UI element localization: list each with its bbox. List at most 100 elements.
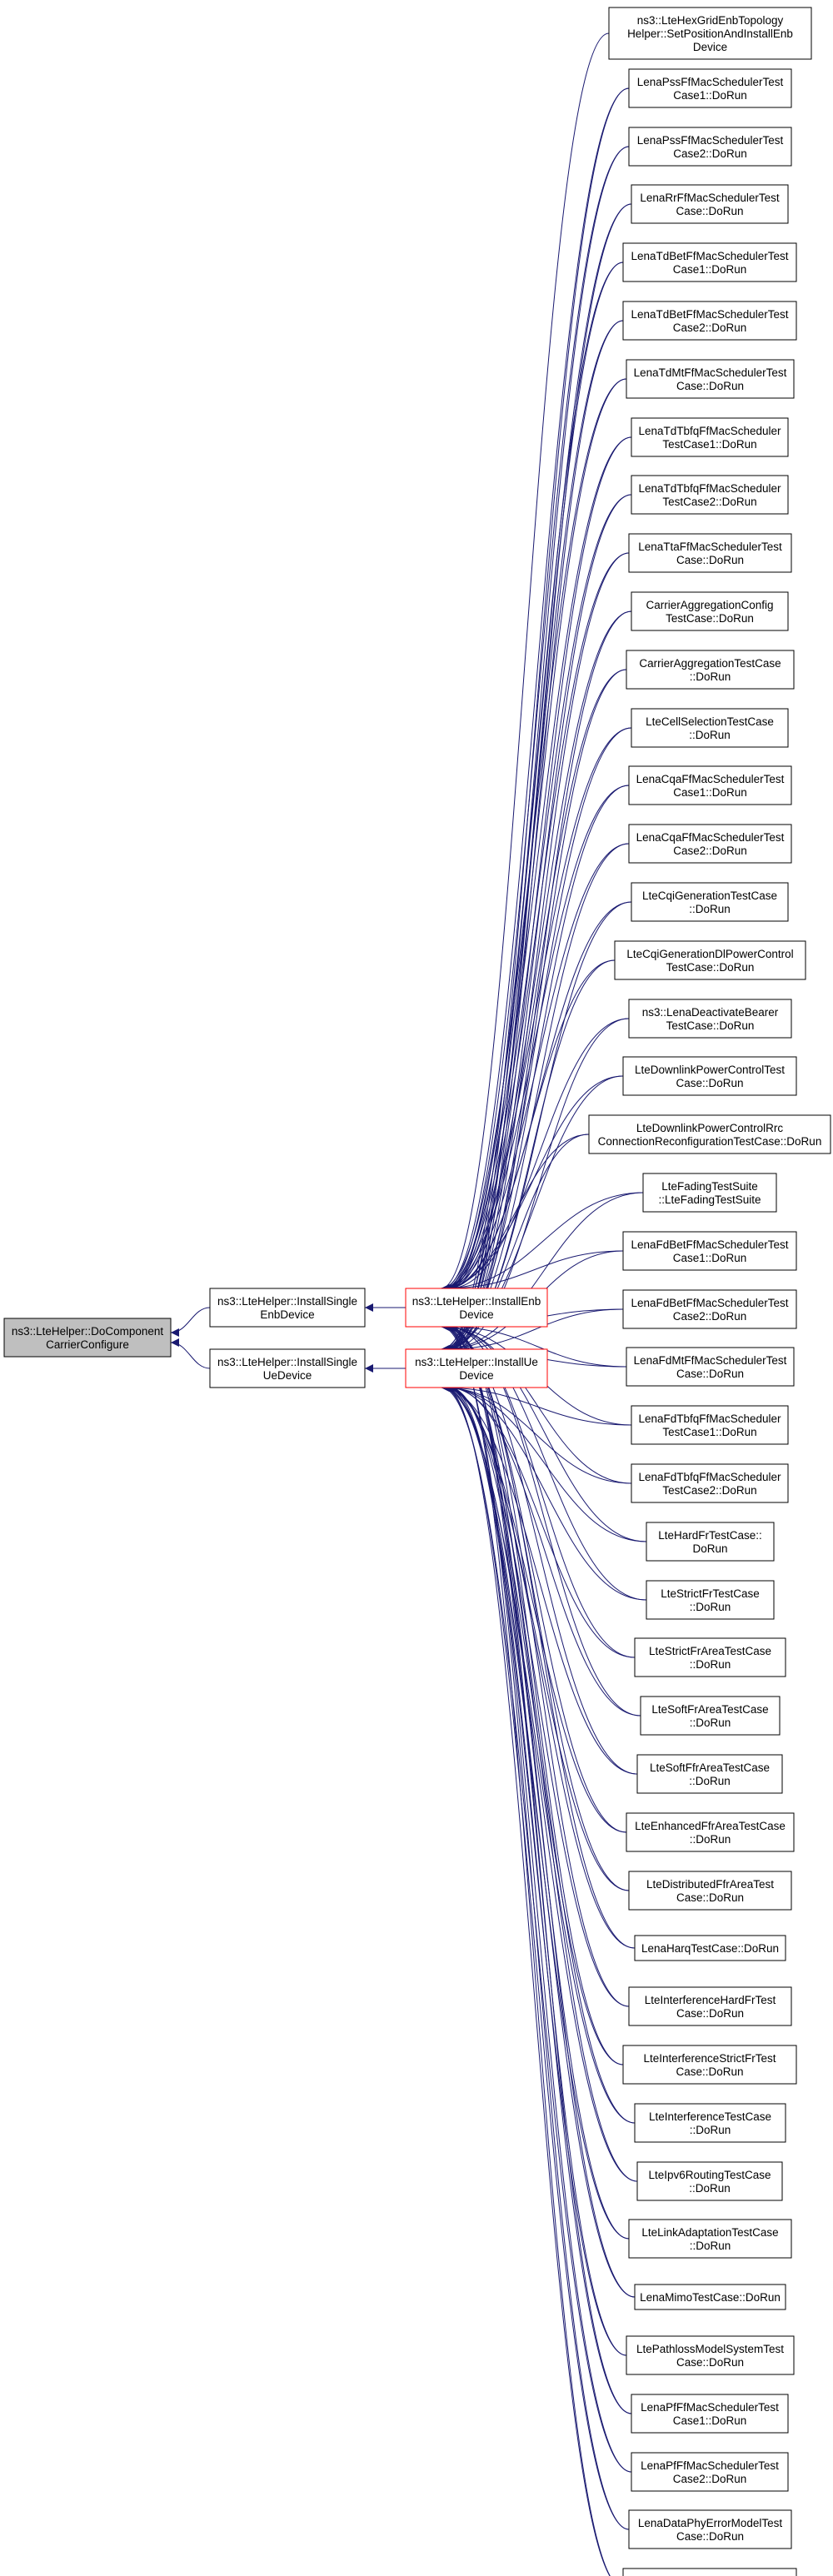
caller-lenamimotestcase-dorun[interactable]: LenaMimoTestCase::DoRun xyxy=(634,2284,786,2310)
caller-lenatdtbfqffmacschedulertestcase2-dorun-box xyxy=(631,475,789,515)
caller-lteinterferencehardfrtestcase-dorun-edge-1 xyxy=(447,1383,630,2007)
caller-ltelinkadaptationtestcase-dorun[interactable]: LteLinkAdaptationTestCase::DoRun xyxy=(628,2219,792,2259)
caller-lenafdmtffmacschedulertestcase-dorun-edge-0 xyxy=(449,1323,627,1368)
caller-ltestrictfrtestcase-dorun-edge-0 xyxy=(446,1323,647,1601)
caller-lenacqaffmacschedulertestcase1-dorun-edge-0 xyxy=(442,785,630,1293)
caller-ltecqigenerationdlpowercontroltestcase-dorun-box xyxy=(614,940,806,980)
caller-ltefadingtestsuite-ltefadingtestsuite[interactable]: LteFadingTestSuite::LteFadingTestSuite xyxy=(642,1173,777,1213)
caller-lenapfffmacschedulertestcase1-dorun-label-2: Case1::DoRun xyxy=(673,2414,747,2427)
caller-lenacqaffmacschedulertestcase1-dorun-label-1: LenaCqaFfMacSchedulerTest xyxy=(636,773,785,785)
caller-lenafdbetffmacschedulertestcase2-dorun-box xyxy=(622,1289,797,1329)
caller-lenafdtbfqffmacschedulertestcase1-dorun-label-2: TestCase1::DoRun xyxy=(662,1426,756,1438)
caller-lenapssffmacschedulertestcase1-dorun-edge-1 xyxy=(442,87,630,1353)
caller-lenacqaffmacschedulertestcase2-dorun-label-1: LenaCqaFfMacSchedulerTest xyxy=(636,831,785,844)
caller-ltelinkadaptationtestcase-dorun-edge-0 xyxy=(444,1323,630,2240)
caller-ltehardfrtestcase-dorun[interactable]: LteHardFrTestCase::DoRun xyxy=(646,1522,775,1562)
caller-carrieraggregationtestcase-dorun-edge-0 xyxy=(449,669,627,1293)
node-ns3-ltehelper-installsingleenbdevice-label-2: EnbDevice xyxy=(260,1308,314,1321)
caller-ltecqigenerationtestcase-dorun-box xyxy=(631,882,789,922)
caller-lenafdbetffmacschedulertestcase2-dorun-edge-1 xyxy=(447,1308,624,1353)
caller-lteipv6routingtestcase-dorun-box xyxy=(636,2161,783,2201)
caller-lenamimotestcase-dorun-edge-0 xyxy=(446,1323,636,2298)
caller-ltestrictfrareatestcase-dorun[interactable]: LteStrictFrAreaTestCase::DoRun xyxy=(634,1637,786,1677)
node-docomponentcarrierconfigure[interactable]: ns3::LteHelper::DoComponentCarrierConfig… xyxy=(3,1318,172,1358)
caller-lenaharqtestcase-dorun[interactable]: LenaHarqTestCase::DoRun xyxy=(634,1935,786,1961)
caller-lenafdtbfqffmacschedulertestcase1-dorun-edge-1 xyxy=(441,1383,632,1426)
caller-ltehardfrtestcase-dorun-label-1: LteHardFrTestCase:: xyxy=(658,1529,762,1542)
caller-ltecellselectiontestcase-dorun[interactable]: LteCellSelectionTestCase::DoRun xyxy=(631,708,789,748)
node-ns3-ltehelper-installsingleuedevice-box xyxy=(209,1348,366,1388)
caller-ltesoftffrareatestcase-dorun-edge-1 xyxy=(441,1383,638,1775)
caller-lteinterferencetestcase-dorun-label-1: LteInterferenceTestCase xyxy=(649,2110,771,2123)
caller-lteenhancedffrareatestcase-dorun-box xyxy=(626,1812,795,1852)
caller-ns3-ltehexgridenbtopologyhelper-setpositionandinstallenbdevi-label-2: Helper::SetPositionAndInstallEnb xyxy=(627,27,793,40)
caller-lenapfffmacschedulertestcase1-dorun-edge-0 xyxy=(449,1323,632,2414)
caller-lenadlctrlphyerrormodeltestcase-dorun[interactable]: LenaDlCtrlPhyErrorModelTestCase::DoRun xyxy=(622,2568,797,2576)
caller-ns3-ltehexgridenbtopologyhelper-setpositionandinstallenbdevi-box xyxy=(608,7,812,60)
caller-lenadataphyerrormodeltestcase-dorun-edge-0 xyxy=(442,1323,630,2530)
node-ns3-ltehelper-installenbdevice-label-1: ns3::LteHelper::InstallEnb xyxy=(412,1295,541,1308)
caller-lteipv6routingtestcase-dorun[interactable]: LteIpv6RoutingTestCase::DoRun xyxy=(636,2161,783,2201)
caller-lteinterferencetestcase-dorun[interactable]: LteInterferenceTestCase::DoRun xyxy=(634,2103,786,2143)
caller-ltesoftfrareatestcase-dorun[interactable]: LteSoftFrAreaTestCase::DoRun xyxy=(640,1696,781,1736)
caller-ltelinkadaptationtestcase-dorun-box xyxy=(628,2219,792,2259)
caller-ltepathlossmodelsystemtestcase-dorun-edge-0 xyxy=(447,1323,627,2356)
caller-lenacqaffmacschedulertestcase2-dorun-edge-0 xyxy=(444,843,630,1293)
caller-carrieraggregationtestcase-dorun[interactable]: CarrierAggregationTestCase::DoRun xyxy=(626,650,795,690)
caller-ltecqigenerationdlpowercontroltestcase-dorun-label-1: LteCqiGenerationDlPowerControl xyxy=(626,948,793,960)
caller-ltesoftfrareatestcase-dorun-box xyxy=(640,1696,781,1736)
caller-lteenhancedffrareatestcase-dorun[interactable]: LteEnhancedFfrAreaTestCase::DoRun xyxy=(626,1812,795,1852)
caller-ltecqigenerationdlpowercontroltestcase-dorun[interactable]: LteCqiGenerationDlPowerControlTestCase::… xyxy=(614,940,806,980)
caller-lenamimotestcase-dorun-edge-1 xyxy=(446,1383,636,2298)
caller-ltestrictfrtestcase-dorun[interactable]: LteStrictFrTestCase::DoRun xyxy=(646,1580,775,1620)
caller-lenadataphyerrormodeltestcase-dorun-label-2: Case::DoRun xyxy=(676,2530,744,2543)
caller-ltesoftffrareatestcase-dorun[interactable]: LteSoftFfrAreaTestCase::DoRun xyxy=(636,1754,783,1794)
caller-lteinterferencestrictfrtestcase-dorun-label-1: LteInterferenceStrictFrTest xyxy=(643,2052,776,2065)
caller-ns3-ltehexgridenbtopologyhelper-setpositionandinstallenbdevi[interactable]: ns3::LteHexGridEnbTopologyHelper::SetPos… xyxy=(608,7,812,60)
caller-lenadlctrlphyerrormodeltestcase-dorun-edge-1 xyxy=(444,1383,611,2576)
caller-ltecellselectiontestcase-dorun-label-2: ::DoRun xyxy=(689,729,731,741)
caller-lenacqaffmacschedulertestcase2-dorun-label-2: Case2::DoRun xyxy=(673,845,747,857)
caller-ns3-ltehexgridenbtopologyhelper-setpositionandinstallenbdevi-label-1: ns3::LteHexGridEnbTopology xyxy=(637,14,784,27)
caller-ltecqigenerationtestcase-dorun[interactable]: LteCqiGenerationTestCase::DoRun xyxy=(631,882,789,922)
caller-ns3-lenadeactivatebearertestcase-dorun-label-2: TestCase::DoRun xyxy=(666,1019,755,1032)
caller-lenapssffmacschedulertestcase1-dorun-edge-0 xyxy=(442,87,630,1293)
caller-lenatdbetffmacschedulertestcase2-dorun-label-2: Case2::DoRun xyxy=(673,321,747,334)
caller-lenafdbetffmacschedulertestcase1-dorun-label-2: Case1::DoRun xyxy=(673,1252,747,1264)
caller-lenafdmtffmacschedulertestcase-dorun-label-2: Case::DoRun xyxy=(676,1368,744,1380)
caller-ltedownlinkpowercontrolrrcconnectionreconfigurationtestcase-[interactable]: LteDownlinkPowerControlRrcConnectionReco… xyxy=(588,1114,831,1154)
caller-lenatdmtffmacschedulertestcase-dorun-edge-0 xyxy=(441,378,627,1293)
caller-ltecellselectiontestcase-dorun-label-1: LteCellSelectionTestCase xyxy=(646,715,774,728)
